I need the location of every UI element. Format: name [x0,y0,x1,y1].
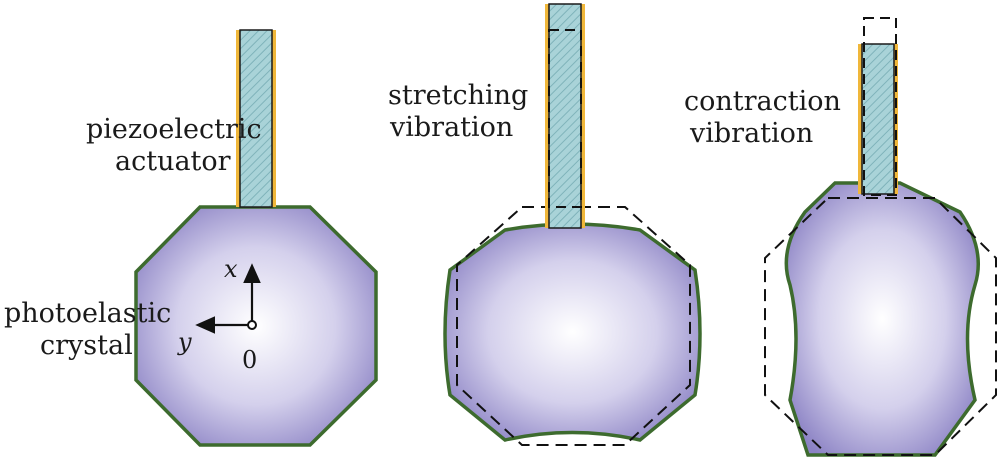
label-piezo-1: piezoelectric [86,114,262,145]
label-crystal-1: photoelastic [4,298,172,329]
panel-rest [134,29,378,447]
crystal-stretched [443,222,702,442]
piezo-actuator-stretch [545,3,585,229]
axis-x-label: x [224,255,238,283]
axes [195,263,261,334]
original-outline-stretch [456,206,691,446]
axis-y-label: y [178,328,192,356]
piezo-actuator-contract [858,17,898,196]
origin-dot [247,320,257,330]
crystal-contracted [784,181,980,457]
origin-label: 0 [242,346,258,374]
label-piezo-2: actuator [115,146,231,177]
label-contract-2: vibration [690,118,814,149]
label-stretch-2: vibration [390,112,514,143]
label-stretch-1: stretching [388,80,529,111]
label-contract-1: contraction [684,86,841,117]
label-crystal-2: crystal [40,330,133,361]
panel-stretching [443,3,702,446]
panel-contraction [764,17,997,457]
piezo-actuator-rest [236,29,276,208]
original-outline-contract [764,197,997,456]
